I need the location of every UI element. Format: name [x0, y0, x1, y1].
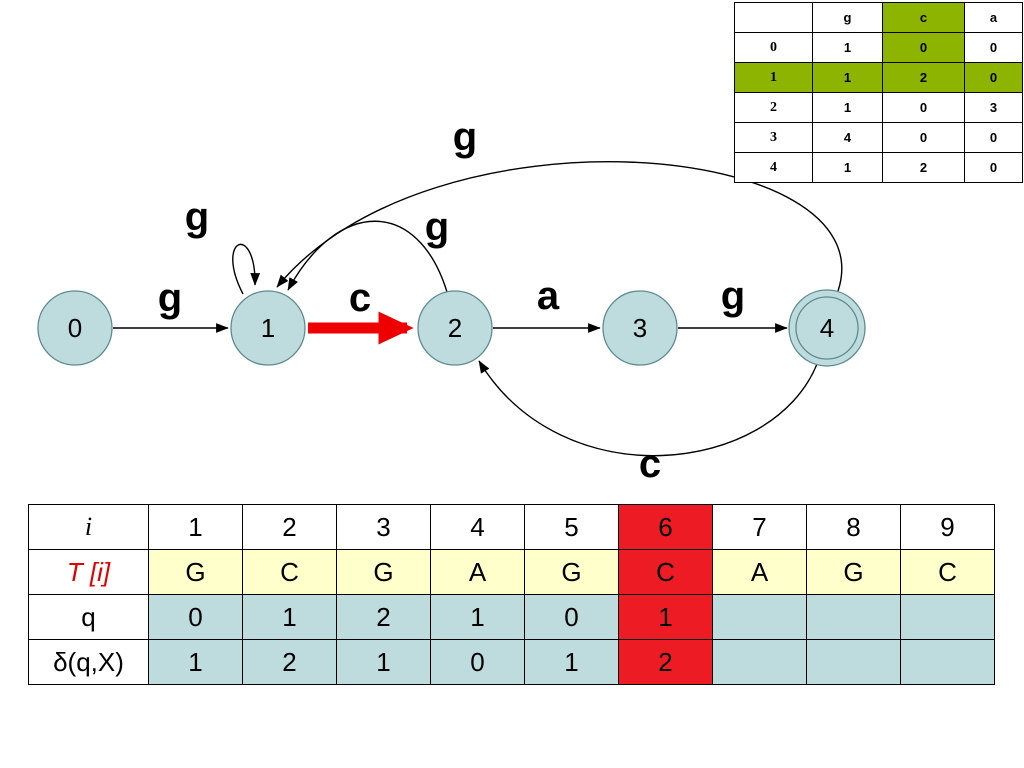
trace-cell: 0 [524, 594, 619, 640]
goto-cell: 0 [964, 152, 1023, 183]
trace-cell: 2 [336, 594, 431, 640]
state-3-label: 3 [633, 313, 647, 343]
goto-header-c: c [882, 2, 965, 33]
goto-row-label: 2 [734, 92, 813, 123]
trace-cell: 2 [242, 639, 337, 685]
trace-cell: C [242, 549, 337, 595]
edge-2-1 [287, 220, 448, 293]
trace-cell: A [712, 549, 807, 595]
trace-cell: 3 [336, 504, 431, 550]
goto-row-2: 2 1 0 3 [734, 92, 1023, 123]
edge-1-1-selfloop [232, 243, 261, 295]
goto-header-g: g [812, 2, 883, 33]
goto-cell-highlighted: 0 [882, 32, 965, 63]
trace-cell [900, 639, 995, 685]
edge-label-4-1: g [453, 115, 477, 159]
trace-row-i: i 1 2 3 4 5 6 7 8 9 [28, 504, 995, 550]
trace-row-label: T [i] [28, 549, 149, 595]
trace-cell-highlighted: C [618, 549, 713, 595]
trace-row-delta: δ(q,X) 1 2 1 0 1 2 [28, 639, 995, 685]
trace-cell: G [524, 549, 619, 595]
goto-cell: 0 [882, 122, 965, 153]
trace-cell: G [148, 549, 243, 595]
trace-cell: 0 [148, 594, 243, 640]
state-1: 1 [230, 290, 306, 366]
trace-row-label: q [28, 594, 149, 640]
edge-label-4-2: c [639, 442, 661, 486]
goto-table: g c a 0 1 0 0 1 1 2 0 2 1 0 3 [734, 2, 1023, 183]
trace-cell-highlighted: 6 [618, 504, 713, 550]
trace-row-text: T [i] G C G A G C A G C [28, 549, 995, 595]
trace-cell: 1 [430, 594, 525, 640]
goto-cell: 1 [812, 62, 883, 93]
goto-row-4: 4 1 2 0 [734, 152, 1023, 183]
state-3: 3 [602, 290, 678, 366]
edge-4-2 [478, 360, 818, 457]
goto-corner-cell [734, 2, 813, 33]
trace-cell [712, 594, 807, 640]
goto-row-label: 4 [734, 152, 813, 183]
goto-row-3: 3 4 0 0 [734, 122, 1023, 153]
goto-row-label: 1 [734, 62, 813, 93]
edge-label-1-1: g [185, 195, 209, 239]
trace-cell: 8 [806, 504, 901, 550]
goto-header-a: a [964, 2, 1023, 33]
state-2-label: 2 [448, 313, 462, 343]
trace-cell: 9 [900, 504, 995, 550]
goto-cell: 2 [882, 152, 965, 183]
trace-cell: 0 [430, 639, 525, 685]
goto-cell: 0 [964, 122, 1023, 153]
trace-cell-highlighted: 2 [618, 639, 713, 685]
state-4-label: 4 [820, 313, 834, 343]
trace-cell: 1 [524, 639, 619, 685]
goto-cell: 1 [812, 92, 883, 123]
edge-label-2-3: a [537, 274, 560, 318]
trace-row-label: δ(q,X) [28, 639, 149, 685]
goto-cell: 0 [964, 62, 1023, 93]
trace-row-q: q 0 1 2 1 0 1 [28, 594, 995, 640]
goto-cell: 0 [964, 32, 1023, 63]
trace-cell [712, 639, 807, 685]
state-0: 0 [37, 290, 113, 366]
edge-4-1 [276, 161, 843, 292]
state-4-accepting: 4 [788, 289, 866, 367]
trace-cell: G [806, 549, 901, 595]
goto-cell: 3 [964, 92, 1023, 123]
goto-header-row: g c a [734, 2, 1023, 33]
state-2: 2 [417, 290, 493, 366]
goto-cell: 2 [882, 62, 965, 93]
goto-row-0: 0 1 0 0 [734, 32, 1023, 63]
trace-cell: 1 [148, 504, 243, 550]
trace-cell [806, 639, 901, 685]
trace-cell [900, 594, 995, 640]
trace-row-label: i [28, 504, 149, 550]
state-1-label: 1 [261, 313, 275, 343]
trace-cell: 7 [712, 504, 807, 550]
trace-cell: C [900, 549, 995, 595]
trace-cell: 1 [242, 594, 337, 640]
edge-label-3-4: g [721, 274, 745, 318]
goto-cell: 1 [812, 152, 883, 183]
trace-cell: 2 [242, 504, 337, 550]
edge-label-1-2: c [349, 276, 371, 320]
goto-row-1-highlighted: 1 1 2 0 [734, 62, 1023, 93]
goto-cell: 1 [812, 32, 883, 63]
edge-label-2-1: g [425, 205, 449, 249]
goto-row-label: 0 [734, 32, 813, 63]
goto-cell: 0 [882, 92, 965, 123]
automaton-diagram: 0 1 2 3 4 g g c g a g g c [37, 115, 866, 486]
trace-cell: A [430, 549, 525, 595]
goto-row-label: 3 [734, 122, 813, 153]
trace-cell: 1 [336, 639, 431, 685]
trace-table: i 1 2 3 4 5 6 7 8 9 T [i] G C G A G C A … [28, 504, 995, 685]
trace-cell [806, 594, 901, 640]
trace-cell: G [336, 549, 431, 595]
edge-label-0-1: g [158, 276, 182, 320]
trace-cell-highlighted: 1 [618, 594, 713, 640]
trace-cell: 1 [148, 639, 243, 685]
trace-cell: 5 [524, 504, 619, 550]
trace-cell: 4 [430, 504, 525, 550]
goto-cell: 4 [812, 122, 883, 153]
state-0-label: 0 [68, 313, 82, 343]
